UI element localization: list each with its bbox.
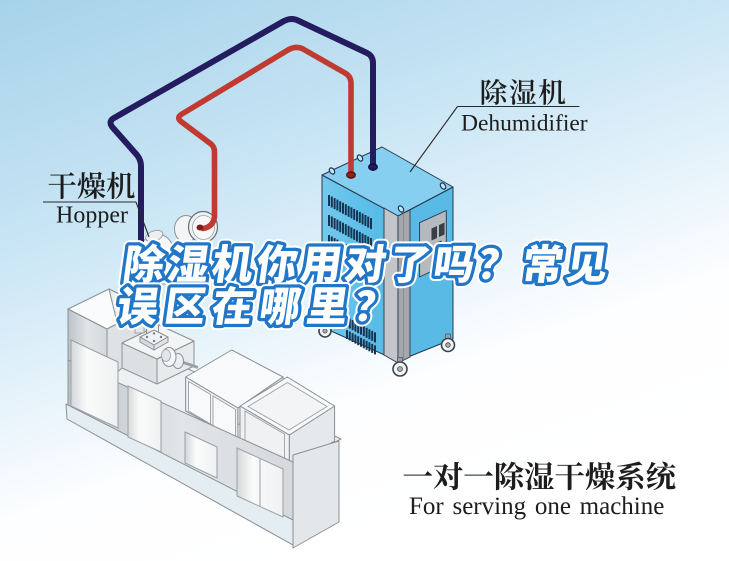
svg-text:Dehumidifier: Dehumidifier [461, 111, 588, 137]
svg-text:Hopper: Hopper [56, 203, 128, 229]
svg-text:For serving one machine: For serving one machine [409, 493, 664, 520]
